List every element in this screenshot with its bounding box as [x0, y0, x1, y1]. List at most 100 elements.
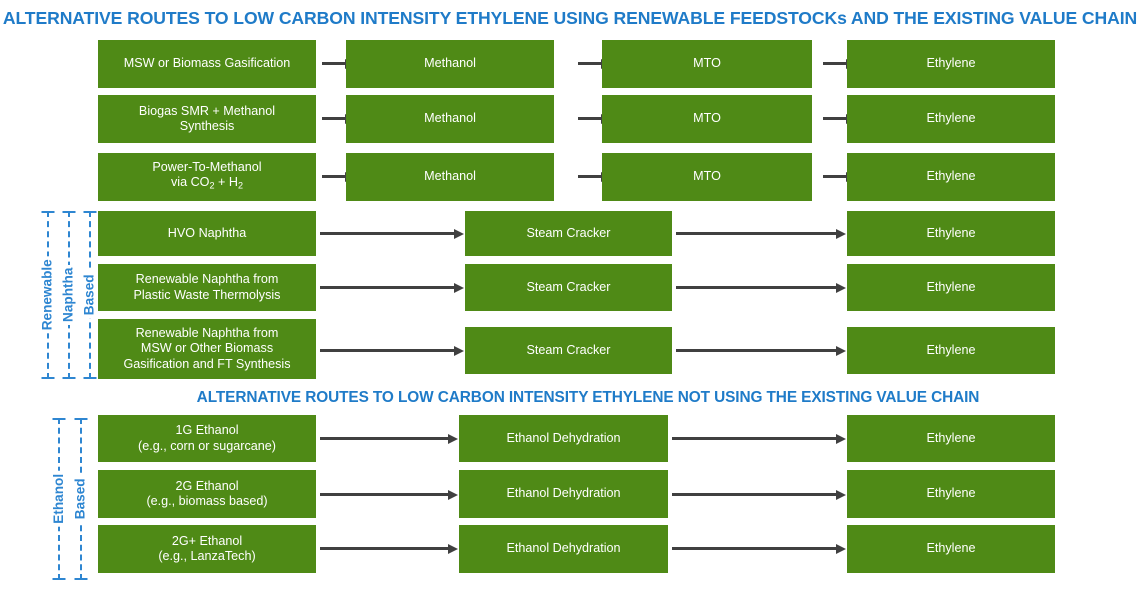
- bracket-cap-bottom: [74, 578, 87, 580]
- intermediate-box[interactable]: Methanol: [346, 153, 554, 201]
- intermediate-box[interactable]: Methanol: [346, 95, 554, 143]
- box-text: 2G+ Ethanol(e.g., LanzaTech): [158, 534, 255, 565]
- flow-arrow: [320, 286, 455, 289]
- flow-arrow: [320, 547, 449, 550]
- flow-arrow: [676, 286, 837, 289]
- box-text-line: Renewable Naphtha from: [135, 272, 279, 286]
- box-text-line: MSW or Other Biomass: [140, 341, 274, 356]
- box-text: 2G Ethanol(e.g., biomass based): [146, 479, 267, 510]
- bracket-based-naphtha: Based: [81, 211, 98, 379]
- page-title: ALTERNATIVE ROUTES TO LOW CARBON INTENSI…: [2, 8, 1138, 28]
- flow-arrow: [676, 232, 837, 235]
- box-text: Ethylene: [926, 56, 975, 72]
- bracket-cap-bottom: [52, 578, 65, 580]
- box-text: Steam Cracker: [527, 343, 611, 359]
- box-text-line: 2G Ethanol: [175, 478, 239, 493]
- bracket-cap-bottom: [62, 377, 75, 379]
- product-box[interactable]: Ethylene: [847, 211, 1055, 256]
- conversion-box[interactable]: MTO: [602, 40, 812, 88]
- box-text: Steam Cracker: [527, 226, 611, 242]
- bracket-cap-bottom: [83, 377, 96, 379]
- intermediate-box[interactable]: Methanol: [346, 40, 554, 88]
- flow-arrow: [578, 62, 602, 65]
- product-box[interactable]: Ethylene: [847, 40, 1055, 88]
- bracket-cap-top: [74, 418, 87, 420]
- box-text-line: 2G+ Ethanol: [171, 533, 243, 548]
- box-text-line: Ethylene: [926, 486, 976, 501]
- box-text: MSW or Biomass Gasification: [124, 56, 291, 72]
- conversion-box[interactable]: Steam Cracker: [465, 264, 672, 311]
- box-text-line: MTO: [693, 56, 721, 71]
- product-box[interactable]: Ethylene: [847, 327, 1055, 374]
- box-text-line: Ethanol Dehydration: [506, 430, 621, 445]
- bracket-cap-bottom: [41, 377, 54, 379]
- feedstock-box[interactable]: HVO Naphtha: [98, 211, 316, 256]
- bracket-label-based: Based: [73, 475, 88, 523]
- box-text-line: (e.g., biomass based): [146, 494, 268, 508]
- box-text: Ethylene: [926, 541, 975, 557]
- bracket-label-ethanol: Ethanol: [51, 471, 66, 527]
- bracket-renewable: Renewable: [39, 211, 56, 379]
- box-text: HVO Naphtha: [168, 226, 246, 242]
- box-text-line: Methanol: [424, 111, 476, 126]
- box-text-line: Ethylene: [926, 279, 976, 294]
- box-text-line: MSW or Biomass Gasification: [123, 56, 291, 71]
- product-box[interactable]: Ethylene: [847, 95, 1055, 143]
- box-text: Methanol: [424, 169, 476, 185]
- box-text-line: Steam Cracker: [526, 225, 611, 240]
- product-box[interactable]: Ethylene: [847, 153, 1055, 201]
- flow-arrow: [823, 62, 847, 65]
- feedstock-box[interactable]: 2G+ Ethanol(e.g., LanzaTech): [98, 525, 316, 573]
- conversion-box[interactable]: MTO: [602, 95, 812, 143]
- box-text-line: Ethylene: [926, 541, 976, 556]
- conversion-box[interactable]: MTO: [602, 153, 812, 201]
- conversion-box[interactable]: Ethanol Dehydration: [459, 470, 668, 518]
- flow-arrow: [320, 493, 449, 496]
- bracket-based-ethanol: Based: [72, 418, 89, 580]
- bracket-cap-top: [52, 418, 65, 420]
- box-text-line: (e.g., corn or sugarcane): [138, 438, 276, 453]
- feedstock-box[interactable]: 2G Ethanol(e.g., biomass based): [98, 470, 316, 518]
- box-text-line: (e.g., LanzaTech): [158, 549, 256, 563]
- product-box[interactable]: Ethylene: [847, 415, 1055, 462]
- conversion-box[interactable]: Steam Cracker: [465, 327, 672, 374]
- flow-arrow: [320, 232, 455, 235]
- box-text: Ethylene: [926, 343, 975, 359]
- feedstock-box[interactable]: MSW or Biomass Gasification: [98, 40, 316, 88]
- conversion-box[interactable]: Ethanol Dehydration: [459, 525, 668, 573]
- box-text: Ethylene: [926, 280, 975, 296]
- flow-arrow: [578, 117, 602, 120]
- box-text-line: Renewable Naphtha from: [135, 325, 279, 340]
- flow-arrow: [672, 493, 837, 496]
- conversion-box[interactable]: Ethanol Dehydration: [459, 415, 668, 462]
- box-text-line: MTO: [693, 111, 721, 126]
- bracket-label-based: Based: [82, 271, 97, 319]
- product-box[interactable]: Ethylene: [847, 525, 1055, 573]
- box-text: Ethylene: [926, 226, 975, 242]
- box-text: MTO: [693, 111, 721, 127]
- box-text-line: Ethylene: [926, 111, 976, 126]
- flow-arrow: [578, 175, 602, 178]
- box-text: Ethylene: [926, 169, 975, 185]
- flow-arrow: [676, 349, 837, 352]
- flow-arrow: [320, 437, 449, 440]
- section-title-secondary: ALTERNATIVE ROUTES TO LOW CARBON INTENSI…: [196, 389, 980, 406]
- product-box[interactable]: Ethylene: [847, 470, 1055, 518]
- product-box[interactable]: Ethylene: [847, 264, 1055, 311]
- box-text-line: Ethanol Dehydration: [506, 541, 621, 556]
- conversion-box[interactable]: Steam Cracker: [465, 211, 672, 256]
- box-text: Steam Cracker: [527, 280, 611, 296]
- box-text-line: HVO Naphtha: [167, 225, 247, 240]
- flow-arrow: [672, 547, 837, 550]
- feedstock-box[interactable]: 1G Ethanol(e.g., corn or sugarcane): [98, 415, 316, 462]
- flow-arrow: [823, 117, 847, 120]
- box-text-line: Plastic Waste Thermolysis: [133, 287, 281, 302]
- bracket-ethanol: Ethanol: [50, 418, 67, 580]
- box-text-line: Steam Cracker: [526, 342, 611, 357]
